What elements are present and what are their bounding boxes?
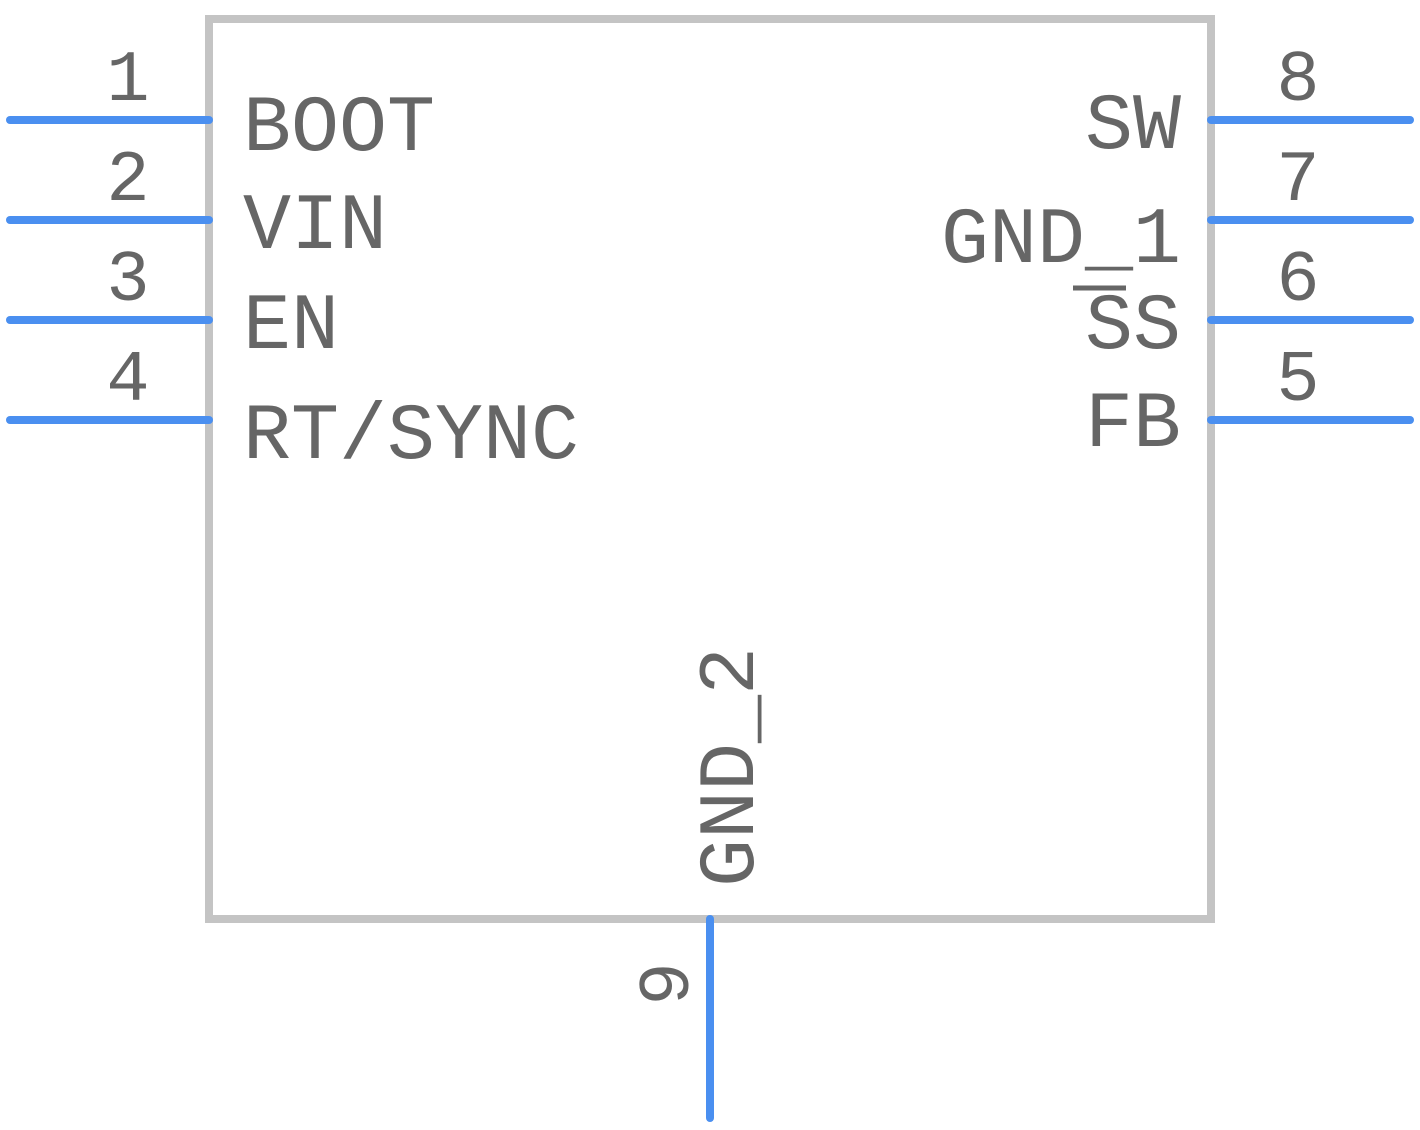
pin-5-name: FB bbox=[1085, 380, 1181, 471]
pin-1-number: 1 bbox=[106, 40, 149, 122]
pin-8-name: SW bbox=[1085, 82, 1181, 173]
pin-2-number: 2 bbox=[106, 140, 149, 222]
pin-6-number: 6 bbox=[1276, 240, 1319, 322]
pin-7-number: 7 bbox=[1276, 140, 1319, 222]
pin-1-name: BOOT bbox=[243, 84, 435, 175]
pin-2-name: VIN bbox=[243, 182, 387, 273]
pin-7-name: GND_1 bbox=[941, 196, 1181, 287]
pin-9-number: 9 bbox=[628, 962, 710, 1005]
pin-9-name: GND_2 bbox=[687, 647, 778, 887]
pin-5-number: 5 bbox=[1276, 340, 1319, 422]
pin-4-number: 4 bbox=[106, 340, 149, 422]
pin-8-number: 8 bbox=[1276, 40, 1319, 122]
pin-6-name: SS bbox=[1085, 282, 1181, 373]
pin-4-name: RT/SYNC bbox=[243, 392, 579, 483]
pin-3-number: 3 bbox=[106, 240, 149, 322]
pin-3-name: EN bbox=[243, 282, 339, 373]
